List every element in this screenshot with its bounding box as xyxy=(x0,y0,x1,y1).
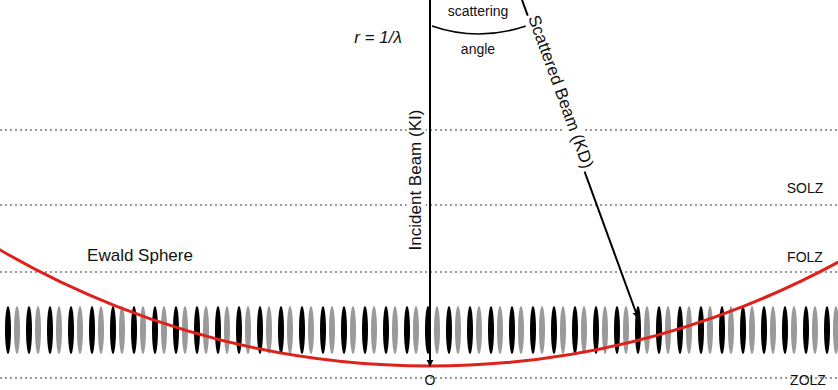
lattice-rod xyxy=(791,306,797,354)
zone-label: SOLZ xyxy=(785,181,826,196)
lattice-rod xyxy=(203,306,209,354)
lattice-rod xyxy=(770,306,776,354)
lattice-rod xyxy=(392,306,398,354)
lattice-rod xyxy=(224,306,230,354)
lattice-rod xyxy=(119,306,125,354)
lattice-rod xyxy=(707,306,713,354)
lattice-rod xyxy=(266,306,272,354)
lattice-rod xyxy=(47,306,53,354)
origin-label: O xyxy=(423,373,438,388)
lattice-rod xyxy=(761,306,767,354)
lattice-rod xyxy=(404,306,410,354)
lattice-rod xyxy=(68,306,74,354)
lattice-rod xyxy=(497,306,503,354)
lattice-rod xyxy=(455,306,461,354)
lattice-rod xyxy=(749,306,755,354)
lattice-rod xyxy=(782,306,788,354)
lattice-rod xyxy=(698,306,704,354)
lattice-rod xyxy=(488,306,494,354)
beam-label: Incident Beam (KI) xyxy=(407,108,426,253)
lattice-rod xyxy=(341,306,347,354)
lattice-rod xyxy=(257,306,263,354)
lattice-rod xyxy=(803,306,809,354)
lattice-rod xyxy=(26,306,32,354)
lattice-rod xyxy=(35,306,41,354)
lattice-rod xyxy=(236,306,242,354)
lattice-rod xyxy=(299,306,305,354)
angle-label: scattering xyxy=(446,4,511,19)
lattice-rod xyxy=(686,306,692,354)
lattice-rod xyxy=(308,306,314,354)
zone-label: ZOLZ xyxy=(788,373,828,388)
lattice-rod xyxy=(476,306,482,354)
lattice-rod xyxy=(278,306,284,354)
lattice-rod xyxy=(581,306,587,354)
lattice-rod xyxy=(446,306,452,354)
lattice-rod xyxy=(572,306,578,354)
sphere-label: Ewald Sphere xyxy=(85,247,195,266)
zone-label: FOLZ xyxy=(785,250,825,265)
lattice-rod xyxy=(215,306,221,354)
lattice-rod xyxy=(110,306,116,354)
folz-plane xyxy=(0,271,838,273)
lattice-rod xyxy=(329,306,335,354)
lattice-rod xyxy=(593,306,599,354)
lattice-rod xyxy=(140,306,146,354)
lattice-rod xyxy=(509,306,515,354)
lattice-rod xyxy=(14,306,20,354)
zolz-plane xyxy=(0,377,838,379)
incident-beam xyxy=(429,0,431,366)
lattice-rod xyxy=(434,306,440,354)
lattice-rod xyxy=(56,306,62,354)
lattice-rod xyxy=(77,306,83,354)
lattice-rod xyxy=(623,306,629,354)
lattice-rod xyxy=(539,306,545,354)
lattice-rod xyxy=(350,306,356,354)
lattice-rod xyxy=(194,306,200,354)
lattice-rod xyxy=(833,306,838,354)
lattice-rod xyxy=(5,306,11,354)
angle-label: angle xyxy=(459,42,497,57)
lattice-rod xyxy=(467,306,473,354)
lattice-rod xyxy=(413,306,419,354)
lattice-rod xyxy=(740,306,746,354)
lattice-rod xyxy=(656,306,662,354)
lattice-rod xyxy=(383,306,389,354)
scattered-beam xyxy=(522,0,638,318)
lattice-rod xyxy=(98,306,104,354)
radius-label: r = 1/λ xyxy=(352,29,404,48)
beam-label: Scattered Beam (KD) xyxy=(523,11,597,173)
lattice-rod xyxy=(530,306,536,354)
lattice-rod xyxy=(551,306,557,354)
reciprocal-lattice-rods xyxy=(5,306,838,354)
lattice-rod xyxy=(371,306,377,354)
lattice-rod xyxy=(161,306,167,354)
lattice-rod xyxy=(518,306,524,354)
lattice-rod xyxy=(812,306,818,354)
ewald-sphere xyxy=(0,0,838,366)
lattice-rod xyxy=(560,306,566,354)
angle-arc xyxy=(432,26,526,34)
lattice-rod xyxy=(287,306,293,354)
lattice-rod xyxy=(173,306,179,354)
lattice-rod xyxy=(320,306,326,354)
lattice-rod xyxy=(152,306,158,354)
lattice-rod xyxy=(89,306,95,354)
lattice-rod xyxy=(824,306,830,354)
lattice-rod xyxy=(644,306,650,354)
lattice-rod xyxy=(362,306,368,354)
